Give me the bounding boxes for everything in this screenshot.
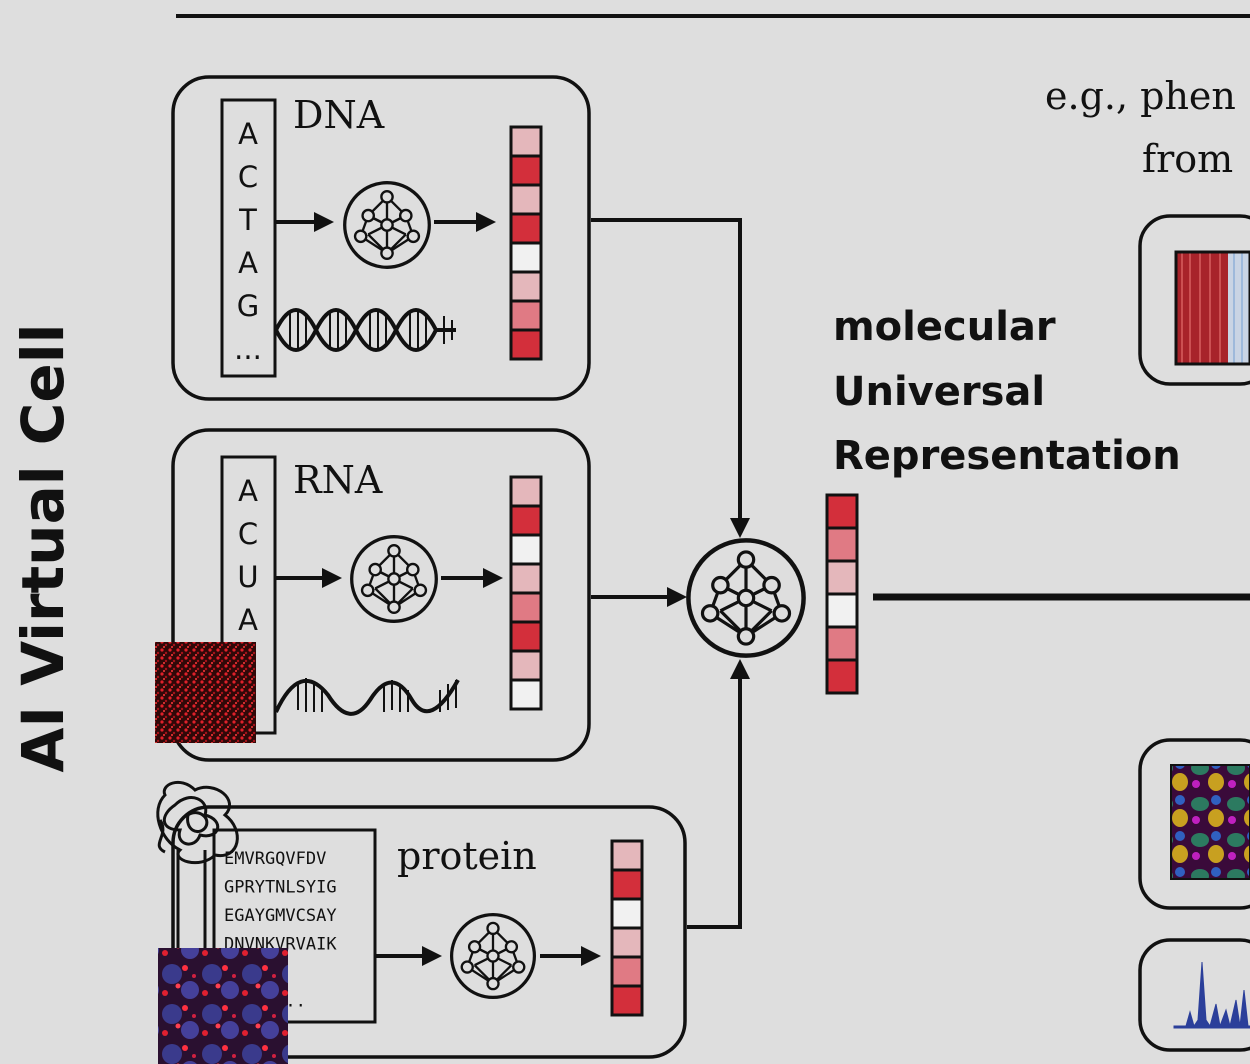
dna-connector — [591, 218, 750, 538]
universal-embedding-cell — [825, 526, 859, 563]
protein-embedding-cell — [610, 955, 644, 988]
sequence-letter: C — [238, 517, 258, 551]
rna-embedding-cell — [509, 620, 543, 653]
dna-helix-icon — [274, 308, 456, 352]
dna-embedding-vector — [509, 125, 543, 361]
right-panel-caption-line2: from — [1142, 137, 1233, 181]
dna-embedding-cell — [509, 241, 543, 274]
microscopy-image-icon — [155, 642, 256, 743]
protein-sequence-line: GPRYTNLSYIG — [224, 878, 337, 898]
output-title-line1: molecular — [833, 304, 1056, 350]
dna-embedding-cell — [509, 125, 543, 158]
dna-module-box — [171, 75, 591, 401]
protein-embedding-cell — [610, 926, 644, 959]
dna-embedding-cell — [509, 212, 543, 245]
rna-module-box — [171, 428, 591, 762]
spectrum-card — [1138, 938, 1250, 1052]
output-title: molecular Universal Representation — [833, 304, 1181, 479]
rna-embedding-cell — [509, 475, 543, 508]
dna-sequence: ACTAG... — [234, 117, 262, 366]
neural-network-icon — [343, 181, 431, 269]
protein-embedding-cell — [610, 984, 644, 1017]
spectrum-icon — [1173, 961, 1250, 1029]
universal-embedding-cell — [825, 625, 859, 662]
dna-sequence-box — [220, 98, 277, 378]
microscopy-image-icon — [158, 948, 288, 1064]
connectors — [591, 218, 750, 929]
universal-embedding-cell — [825, 592, 859, 629]
neural-network-icon — [350, 535, 438, 623]
right-panel-caption-line1: e.g., phen — [1045, 74, 1236, 118]
rna-embedding-vector — [509, 475, 543, 711]
universal-embedding-cell — [825, 658, 859, 695]
protein-embedding-cell — [610, 839, 644, 872]
sequence-letter: C — [238, 160, 258, 194]
cell-image-card — [1138, 738, 1250, 910]
output-title-line2: Universal — [833, 369, 1045, 415]
output-title-line3: Representation — [833, 433, 1181, 479]
universal-embedding-cell — [825, 493, 859, 530]
heatmap-card — [1138, 214, 1250, 386]
side-title: AI Virtual Cell — [9, 324, 77, 773]
protein-sequence-line: EMVRGQVFDV — [224, 849, 326, 869]
protein-embedding-cell — [610, 897, 644, 930]
protein-connector — [687, 659, 750, 929]
right-panel: e.g., phen from — [1045, 74, 1250, 1052]
sequence-letter: A — [238, 117, 258, 151]
neural-network-icon — [688, 540, 803, 655]
microscopy-image-icon — [1170, 764, 1250, 880]
protein-embedding-vector — [610, 839, 644, 1017]
sequence-letter: T — [238, 203, 257, 237]
rna-embedding-cell — [509, 678, 543, 711]
sequence-letter: ... — [234, 332, 262, 366]
universal-embedding-cell — [825, 559, 859, 596]
rna-strand-icon — [274, 678, 460, 716]
sequence-letter: A — [238, 603, 258, 637]
dna-embedding-cell — [509, 270, 543, 303]
dna-embedding-cell — [509, 299, 543, 332]
sequence-letter: U — [237, 560, 258, 594]
rna-embedding-cell — [509, 591, 543, 624]
protein-sequence-line: EGAYGMVCSAY — [224, 906, 337, 926]
protein-label: protein — [397, 834, 537, 878]
sequence-letter: A — [238, 474, 258, 508]
sequence-letter: A — [238, 246, 258, 280]
sequence-letter: G — [237, 289, 259, 323]
protein-embedding-cell — [610, 868, 644, 901]
heatmap-icon — [1174, 250, 1250, 366]
rna-embedding-cell — [509, 504, 543, 537]
dna-embedding-cell — [509, 183, 543, 216]
universal-embedding-vector — [825, 493, 859, 695]
protein-module-box — [171, 805, 687, 1059]
rna-label: RNA — [293, 458, 383, 502]
rna-embedding-cell — [509, 649, 543, 682]
rna-embedding-cell — [509, 562, 543, 595]
neural-network-icon — [449, 912, 537, 1000]
dna-label: DNA — [293, 93, 385, 137]
protein-module: EMVRGQVFDVGPRYTNLSYIGEGAYGMVCSAYDNVNKVRV… — [156, 780, 687, 1064]
dna-embedding-cell — [509, 328, 543, 361]
rna-embedding-cell — [509, 533, 543, 566]
dna-embedding-cell — [509, 154, 543, 187]
